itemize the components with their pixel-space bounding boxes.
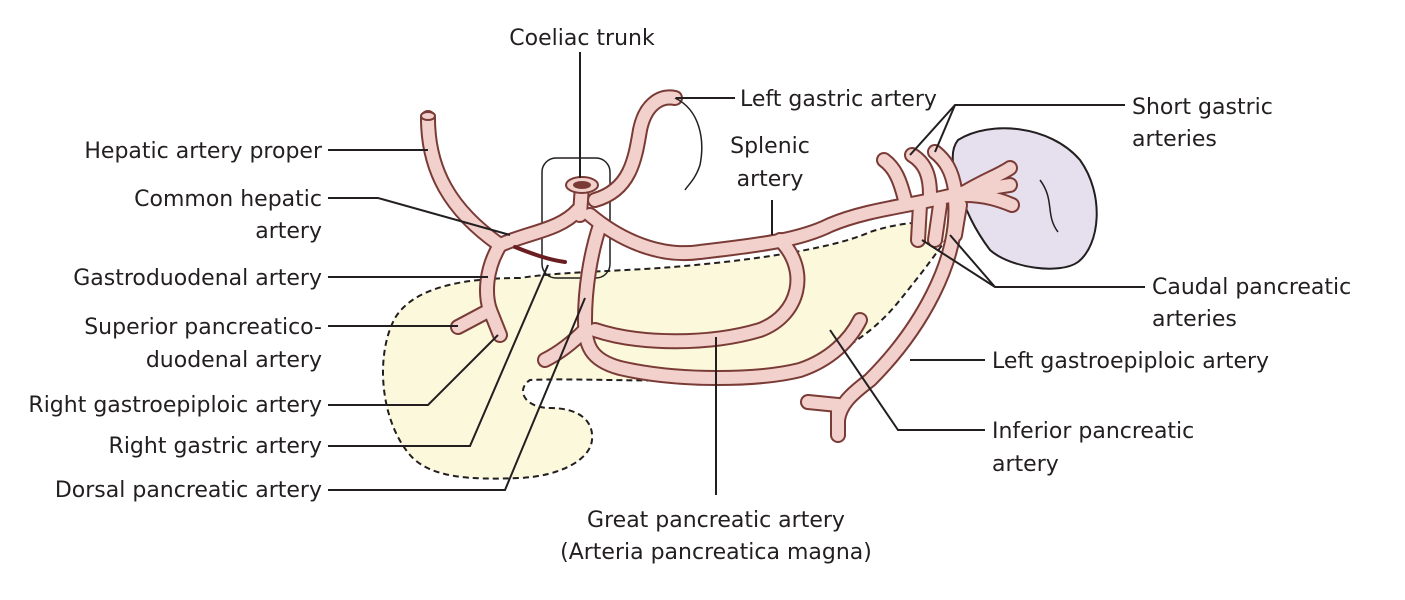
label-inferior-pancreatic-2: artery [992, 452, 1059, 477]
label-gastroduodenal-artery: Gastroduodenal artery [73, 266, 322, 291]
label-splenic-2: artery [737, 167, 804, 192]
leader-right-gastroepiploic [328, 334, 499, 406]
label-short-gastric-1: Short gastric [1132, 95, 1273, 120]
label-superior-pd-2: duodenal artery [146, 348, 322, 373]
label-left-gastroepiploic-artery: Left gastroepiploic artery [992, 349, 1269, 374]
label-caudal-pancreatic-1: Caudal pancreatic [1152, 275, 1351, 300]
label-common-hepatic-2: artery [255, 219, 322, 244]
label-left-gastric-artery: Left gastric artery [740, 87, 937, 112]
label-inferior-pancreatic-1: Inferior pancreatic [992, 419, 1194, 444]
leader-inferior-pancreatic [829, 329, 985, 431]
leader-dorsal-pancreatic [328, 297, 586, 491]
label-right-gastroepiploic-artery: Right gastroepiploic artery [28, 393, 322, 418]
label-caudal-pancreatic-2: arteries [1152, 307, 1237, 332]
label-splenic-1: Splenic [730, 134, 810, 159]
pancreas [382, 221, 957, 480]
label-right-gastric-artery: Right gastric artery [109, 434, 322, 459]
coeliac-lumen [573, 181, 591, 189]
coeliac-box [541, 157, 611, 279]
label-dorsal-pancreatic-artery: Dorsal pancreatic artery [55, 478, 322, 503]
label-superior-pd-1: Superior pancreatico- [84, 315, 322, 340]
leader-caudal [921, 234, 1145, 288]
right-gastric-vessel [513, 245, 567, 264]
label-great-pancreatic-2: (Arteria pancreatica magna) [560, 540, 872, 565]
label-hepatic-artery-proper: Hepatic artery proper [84, 139, 323, 164]
leader-short-gastric [909, 104, 1125, 156]
label-common-hepatic-1: Common hepatic [134, 187, 322, 212]
label-great-pancreatic-1: Great pancreatic artery [587, 508, 845, 533]
leader-common-hepatic [328, 197, 511, 236]
leader-right-gastric [328, 264, 549, 447]
spleen-hilum-line [1039, 179, 1059, 233]
label-short-gastric-2: arteries [1132, 127, 1217, 152]
label-coeliac-trunk: Coeliac trunk [509, 26, 655, 51]
hepatic-proper-cut-end [420, 111, 436, 121]
left-gastric-curl [674, 97, 703, 191]
